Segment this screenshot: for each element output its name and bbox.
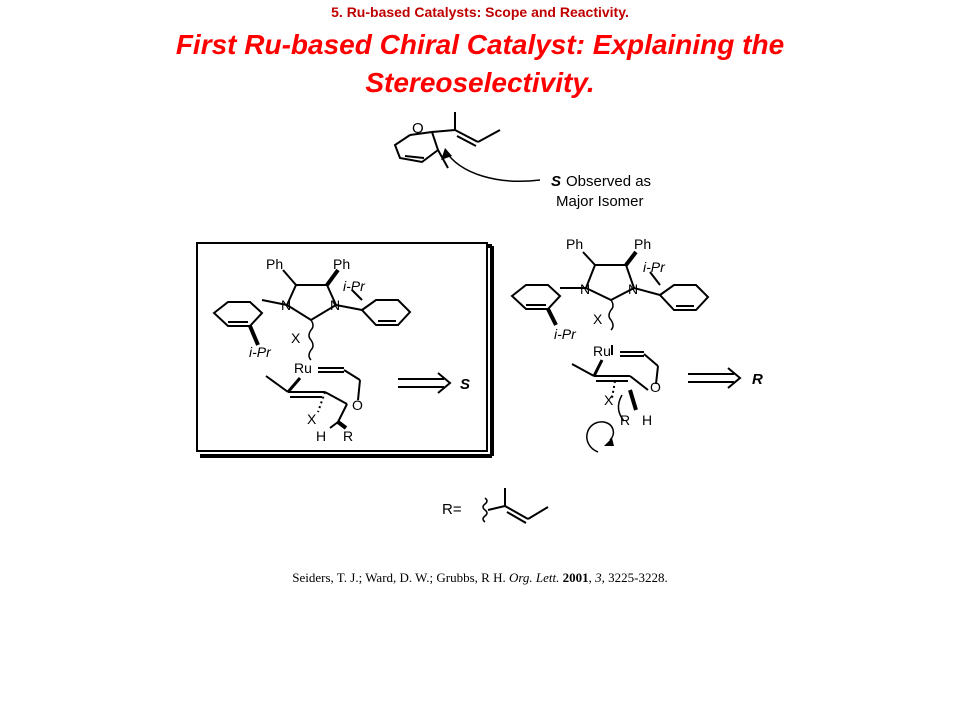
product-o-label: O [412, 120, 424, 137]
right-result-label: R [752, 371, 763, 388]
left-r-label: R [343, 428, 353, 444]
citation-pages: , 3225-3228. [601, 570, 668, 585]
r-definition-label: R= [442, 501, 462, 518]
product-structure [393, 112, 501, 169]
right-n1-label: N [580, 281, 590, 297]
left-result-label: S [460, 376, 470, 393]
right-h-label: H [642, 412, 652, 428]
left-ph2-label: Ph [333, 256, 350, 272]
left-x2-label: X [307, 411, 317, 427]
major-isomer-label: Major Isomer [556, 193, 644, 210]
right-n2-label: N [628, 281, 638, 297]
left-result-arrow [398, 372, 452, 394]
left-x1-label: X [291, 330, 301, 346]
slide-header: 5. Ru-based Catalysts: Scope and Reactiv… [331, 4, 629, 20]
right-ipr-top-label: i-Pr [643, 259, 666, 275]
left-n2-label: N [330, 297, 340, 313]
citation-volume: 3 [595, 570, 602, 585]
citation-year: 2001 [562, 570, 589, 585]
right-o-label: O [650, 379, 661, 395]
right-ph2-label: Ph [634, 236, 651, 252]
observed-label: Observed as [566, 173, 651, 190]
citation: Seiders, T. J.; Ward, D. W.; Grubbs, R H… [292, 570, 668, 585]
right-ipr-bottom-label: i-Pr [554, 326, 577, 342]
right-x1-label: X [593, 311, 603, 327]
right-r-label: R [620, 412, 630, 428]
left-ru-label: Ru [294, 360, 312, 376]
left-h-label: H [316, 428, 326, 444]
left-ph1-label: Ph [266, 256, 283, 272]
left-n1-label: N [281, 297, 291, 313]
left-model-structure [212, 268, 412, 430]
right-result-arrow [688, 367, 742, 389]
r-substituent-structure [482, 488, 549, 524]
stereo-s-label: S [551, 173, 561, 190]
observed-arrow [444, 149, 541, 182]
right-x2-label: X [604, 392, 614, 408]
right-model-structure [510, 250, 710, 453]
left-o-label: O [352, 397, 363, 413]
left-ipr-bottom-label: i-Pr [249, 344, 272, 360]
slide-title: First Ru-based Chiral Catalyst: Explaini… [175, 29, 785, 98]
citation-journal: Org. Lett. [508, 570, 560, 585]
left-ipr-top-label: i-Pr [343, 278, 366, 294]
left-model-box [196, 242, 488, 452]
right-ru-label: Ru [593, 343, 611, 359]
citation-authors: Seiders, T. J.; Ward, D. W.; Grubbs, R H… [292, 570, 509, 585]
right-ph1-label: Ph [566, 236, 583, 252]
